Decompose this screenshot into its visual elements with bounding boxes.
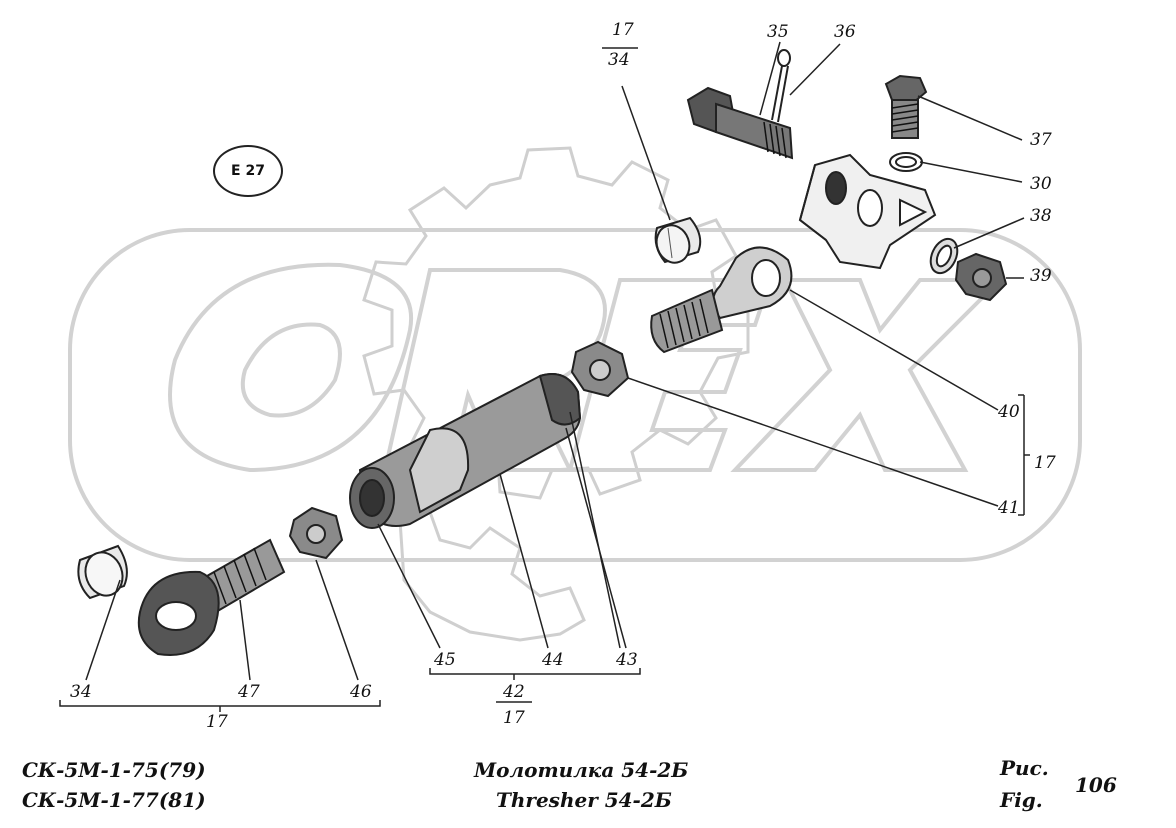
- leader-lines: [85, 41, 1025, 681]
- callout-17-right: 17: [1034, 453, 1056, 473]
- washer-38: [929, 237, 959, 275]
- callout-41: 41: [998, 498, 1020, 518]
- callout-40: 40: [998, 402, 1020, 422]
- sheet-badge: E 27: [213, 145, 283, 197]
- callout-34-bottom: 34: [70, 682, 92, 702]
- callout-38: 38: [1030, 206, 1052, 226]
- bolt-37: [884, 74, 928, 139]
- model-code-2: СК-5М-1-77(81): [22, 788, 206, 812]
- callout-35: 35: [767, 22, 789, 42]
- callout-34-top: 34: [608, 50, 630, 70]
- model-code-1: СК-5М-1-75(79): [22, 758, 206, 782]
- title-russian: Молотилка 54-2Б: [474, 758, 689, 782]
- bracket: [798, 153, 937, 270]
- callout-30: 30: [1030, 174, 1052, 194]
- nut-46: [288, 506, 344, 560]
- turnbuckle-42: [349, 373, 582, 529]
- title-english: Thresher 54-2Б: [496, 788, 672, 812]
- washer-30: [889, 152, 923, 172]
- callout-42: 42: [503, 682, 525, 702]
- callout-17-top: 17: [612, 20, 634, 40]
- grouping-brackets: [59, 47, 1030, 712]
- callout-37: 37: [1030, 130, 1052, 150]
- figure-label-russian: Рис.: [1000, 756, 1049, 780]
- nut-39: [954, 252, 1008, 302]
- nut-41: [570, 340, 630, 398]
- rod-end-47: [137, 538, 286, 656]
- bushing-34-top: [654, 216, 702, 264]
- split-pin-36: [771, 49, 791, 123]
- callout-44: 44: [542, 650, 564, 670]
- callout-17-mid-group: 17: [503, 708, 525, 728]
- callout-36: 36: [834, 22, 856, 42]
- callout-39: 39: [1030, 266, 1052, 286]
- figure-number: 106: [1075, 773, 1117, 797]
- callout-43: 43: [616, 650, 638, 670]
- callout-47: 47: [238, 682, 260, 702]
- gear-watermark: [362, 146, 750, 642]
- bolt-35: [686, 86, 794, 160]
- callout-17-left-group: 17: [206, 712, 228, 732]
- callout-46: 46: [350, 682, 372, 702]
- callout-45: 45: [434, 650, 456, 670]
- bushing-34-bottom: [77, 544, 128, 600]
- figure-label-english: Fig.: [1000, 788, 1043, 812]
- rod-end-40: [650, 246, 793, 354]
